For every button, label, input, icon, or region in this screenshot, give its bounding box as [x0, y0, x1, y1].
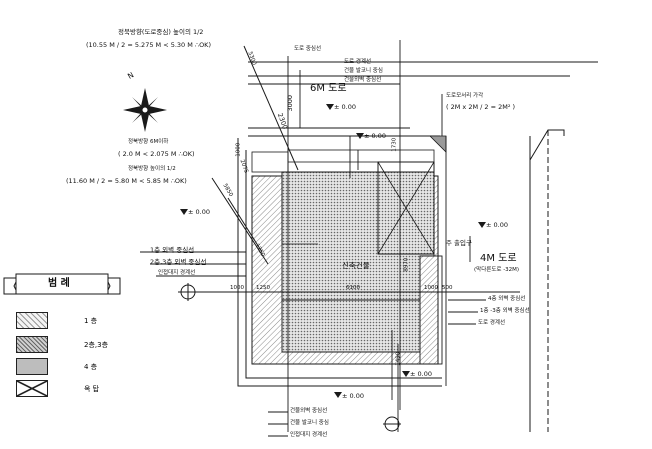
- floor-2-3-area: [281, 171, 435, 301]
- main-entrance-label: 주 출입구: [446, 239, 472, 247]
- setback-note: 도로모서리 가각: [446, 93, 484, 99]
- building-name: 신축건물: [342, 261, 370, 270]
- legend-label: 1 층: [84, 317, 98, 325]
- legend-item-rooftop: 옥 탑: [16, 380, 126, 400]
- legend-item-floor23: 2층,3층: [16, 336, 126, 356]
- dimension-label: 1000: [424, 285, 438, 291]
- floor-2-3-lower: [281, 299, 421, 353]
- dimension-label: 1250: [256, 285, 270, 291]
- bottom-boundary-label: 인접대지 경계선: [290, 432, 328, 438]
- right-4f-line-label: 4층 외벽 중심선: [488, 296, 526, 302]
- right-13f-line-label: 1층 -3층 외벽 중심선: [480, 308, 530, 314]
- north-rule-formula2: (11.60 M / 2 = 5.80 M < 5.85 M ∴OK): [66, 177, 187, 185]
- building-outline: [237, 135, 447, 387]
- setback-formula: ( 2M x 2M / 2 = 2M² ): [446, 103, 516, 111]
- left-23f-line-label: 2층,3층 외벽 중심선: [150, 258, 207, 266]
- road-4m-label: 4M 도로: [480, 253, 517, 264]
- dimension-label: 1000: [230, 285, 244, 291]
- top-road-lines: [248, 61, 598, 137]
- right-road-boundary-label: 도로 경계선: [478, 320, 506, 326]
- grid-marker-bottom: [383, 416, 401, 432]
- legend-item-floor4: 4 층: [16, 358, 126, 378]
- road-centerline-top: 도로 중심선: [294, 46, 322, 52]
- legend-title: 범 례: [48, 278, 70, 289]
- elevation-label: ± 0.00: [188, 208, 210, 216]
- legend-swatch-dense: [16, 336, 48, 353]
- sky-exposure-lines: [211, 45, 299, 265]
- road-4m-sub: (막다른도로 -32M): [474, 267, 520, 273]
- elevation-label: ± 0.00: [342, 392, 364, 400]
- elevation-label: ± 0.00: [410, 370, 432, 378]
- elevation-label: ± 0.00: [486, 221, 508, 229]
- bottom-outer-wall-label: 건물외벽 중심선: [290, 408, 328, 414]
- grid-marker-left: [180, 283, 196, 301]
- dimension-label: 1490: [395, 351, 402, 366]
- dimension-label: 3000: [286, 94, 295, 112]
- legend-swatch-light: [16, 312, 48, 329]
- bottom-balcony-label: 건물 발코니 중심: [290, 420, 329, 426]
- dimension-label: 1730: [391, 137, 398, 152]
- road-6m-label: 6M 도로: [310, 83, 347, 94]
- north-arrow-icon: [123, 88, 167, 132]
- top-rule-formula: (10.55 M / 2 = 5.275 M < 5.30 M ∴OK): [86, 41, 211, 49]
- legend-banner: [3, 273, 121, 295]
- legend-label: 옥 탑: [84, 385, 100, 393]
- left-boundary-label: 인접대지 경계선: [158, 270, 196, 276]
- top-rule-title: 정북방향(도로중심) 높이의 1/2: [118, 28, 204, 36]
- road-boundary-label: 도로 경계선: [344, 59, 372, 65]
- right-road-lines: [529, 129, 565, 432]
- legend-item-floor1: 1 층: [16, 312, 126, 332]
- legend-swatch-grey: [16, 358, 48, 375]
- vertical-guides: [287, 40, 471, 432]
- elevation-label: ± 0.00: [364, 132, 386, 140]
- left-1f-line-label: 1층 외벽 중심선: [150, 246, 195, 254]
- legend-swatch-cross: [16, 380, 48, 397]
- north-rule-title2: 정북방향 높이의 1/2: [128, 166, 176, 172]
- dimension-label: 8970: [403, 257, 410, 272]
- balcony-line-label: 건물 발코니 중심: [344, 68, 383, 74]
- dimension-label: 500: [442, 285, 453, 291]
- dimension-label: 1000: [235, 142, 242, 157]
- legend-label: 4 층: [84, 363, 98, 371]
- elevation-markers: [180, 104, 486, 398]
- outer-wall-label: 건물외벽 중심선: [344, 77, 382, 83]
- north-rule-formula1: ( 2.0 M < 2.075 M ∴OK): [118, 150, 195, 158]
- elevation-label: ± 0.00: [334, 103, 356, 111]
- north-rule-title: 정북방향 6M이하: [128, 139, 169, 145]
- legend-label: 2층,3층: [84, 341, 109, 349]
- dimension-label: 6100: [346, 285, 360, 291]
- horizontal-guides: [140, 251, 520, 437]
